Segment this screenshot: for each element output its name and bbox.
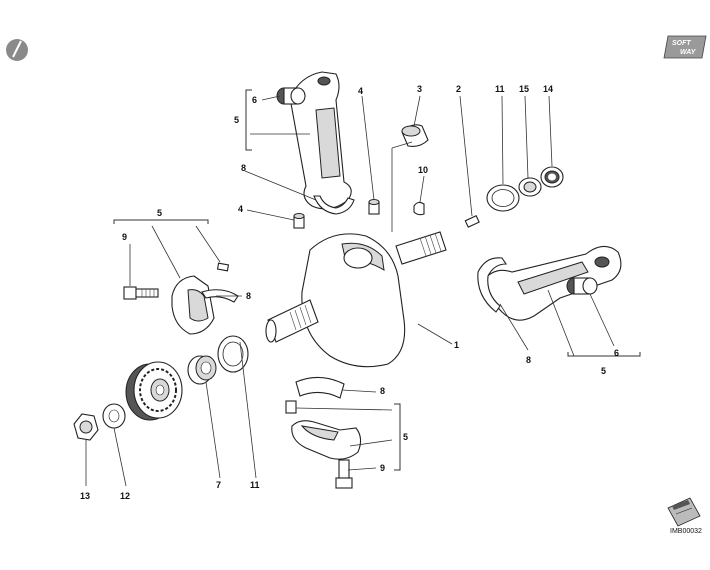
callout-12: 12 xyxy=(120,491,130,501)
timing-gear xyxy=(125,361,183,421)
callout-11: 11 xyxy=(495,84,505,94)
oil-seal xyxy=(540,166,564,188)
callout-5: 5 xyxy=(403,432,408,442)
callout-4: 4 xyxy=(238,204,243,214)
bushing-ring xyxy=(187,355,217,385)
logo-line1: SOFT xyxy=(672,40,691,47)
callout-7: 7 xyxy=(216,480,221,490)
callout-1: 1 xyxy=(454,340,459,350)
callout-8: 8 xyxy=(380,386,385,396)
pen-icon xyxy=(6,39,28,61)
dowel-pin xyxy=(293,213,305,229)
left-rod-cap xyxy=(171,275,215,335)
softway-logo: SOFT WAY xyxy=(663,35,707,59)
callout-8: 8 xyxy=(246,291,251,301)
lower-rod-shell xyxy=(295,376,345,399)
lower-cap-dowel xyxy=(285,400,297,414)
left-cap-bolt xyxy=(123,286,159,300)
spacer-ring xyxy=(518,177,542,197)
callout-9: 9 xyxy=(380,463,385,473)
right-rod-bushing xyxy=(566,277,598,295)
callout-5: 5 xyxy=(234,115,239,125)
callout-5: 5 xyxy=(601,366,606,376)
left-cap-dowel xyxy=(216,262,230,272)
lower-rod-cap xyxy=(291,420,362,460)
group-braces xyxy=(113,89,641,471)
gear-nut xyxy=(73,413,99,441)
callout-4: 4 xyxy=(358,86,363,96)
lower-cap-bolt xyxy=(335,459,353,489)
callout-2: 2 xyxy=(456,84,461,94)
callout-8: 8 xyxy=(526,355,531,365)
callout-5: 5 xyxy=(157,208,162,218)
upper-rod-cap xyxy=(313,195,355,215)
callout-6: 6 xyxy=(252,95,257,105)
callout-9: 9 xyxy=(122,232,127,242)
right-rod-cap xyxy=(477,257,508,313)
upper-rod-bushing xyxy=(276,87,306,105)
woodruff-key xyxy=(413,201,425,216)
callout-3: 3 xyxy=(417,84,422,94)
thrust-washer xyxy=(486,184,520,212)
drawing-code: IMB00032 xyxy=(670,528,702,535)
main-bushing xyxy=(401,124,429,147)
upper-connecting-rod xyxy=(289,71,352,210)
callout-15: 15 xyxy=(519,84,529,94)
callout-8: 8 xyxy=(241,163,246,173)
callout-14: 14 xyxy=(543,84,553,94)
small-pin xyxy=(464,215,480,228)
dowel-pin xyxy=(368,199,380,215)
callout-10: 10 xyxy=(418,165,428,175)
right-connecting-rod xyxy=(481,245,622,321)
crankshaft xyxy=(265,231,447,368)
leader-lines xyxy=(85,95,615,487)
book-icon xyxy=(667,497,701,527)
callout-11: 11 xyxy=(250,480,260,490)
gear-washer xyxy=(102,403,126,429)
logo-line2: WAY xyxy=(680,49,697,56)
callout-13: 13 xyxy=(80,491,90,501)
thrust-washer-lower xyxy=(217,335,249,373)
callout-6: 6 xyxy=(614,348,619,358)
callout-labels: 6 5 8 4 4 3 10 2 11 15 14 1 5 9 8 8 5 9 … xyxy=(80,84,619,501)
